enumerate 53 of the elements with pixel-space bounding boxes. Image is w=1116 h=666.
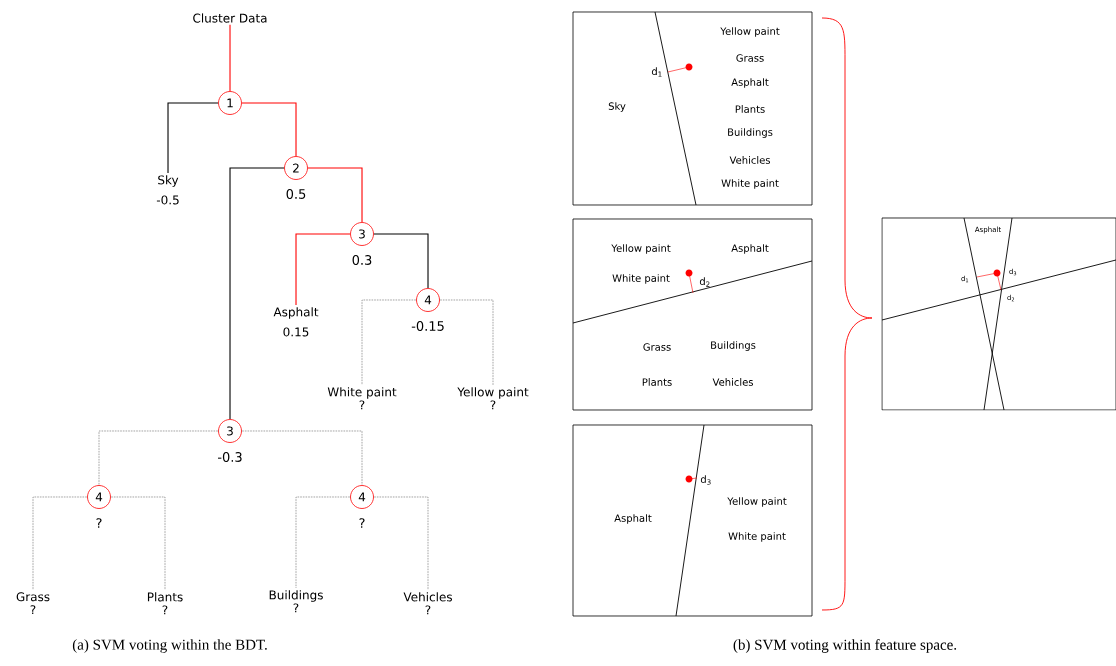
score-label: ? (359, 518, 365, 528)
tree-branch (307, 167, 363, 223)
class-label: d$_{3}$ (700, 475, 711, 485)
leaf-label: Grass ? (16, 592, 50, 615)
class-label: White paint (612, 274, 670, 284)
leaf-label: Plants ? (147, 592, 183, 615)
class-label: Vehicles (729, 156, 770, 164)
tree-branch (241, 430, 363, 486)
class-label: Vehicles (712, 378, 753, 386)
class-label: Asphalt (614, 514, 652, 524)
class-label: Buildings (711, 341, 756, 351)
tree-branch (373, 496, 429, 591)
class-label: White paint (721, 179, 779, 189)
tree-branch (98, 430, 219, 486)
tree-branch (167, 102, 219, 174)
class-label: d$_{1}$ (651, 67, 662, 77)
class-label: Plants (735, 105, 765, 113)
score-label: -0.3 (217, 452, 242, 462)
caption: (b) SVM voting within feature space. (733, 639, 957, 653)
score-label: 0.5 (286, 189, 306, 199)
class-label: Asphalt (731, 244, 769, 254)
class-label: Grass (736, 54, 764, 62)
tree-branch (295, 233, 351, 306)
leaf-label: Vehicles ? (403, 592, 452, 615)
leaf-label: Buildings ? (269, 590, 323, 613)
tree-branch (373, 233, 429, 289)
class-label: Grass (643, 343, 671, 351)
leaf-label: Sky -0.5 (156, 175, 179, 205)
tree-branch (229, 167, 285, 420)
leaf-label: Asphalt 0.15 (273, 307, 319, 337)
tree-branch (241, 102, 297, 157)
class-label: Asphalt (731, 78, 769, 88)
class-label: Plants (642, 378, 672, 386)
tree-branch (110, 496, 166, 591)
leaf-label: Yellow paint ? (457, 387, 529, 410)
leaf-label: White paint ? (327, 387, 397, 410)
caption: (a) SVM voting within the BDT. (72, 639, 267, 653)
class-label: White paint (728, 532, 786, 542)
score-label: 0.3 (352, 255, 372, 265)
tree-branch (32, 496, 88, 591)
class-label: Buildings (728, 128, 773, 138)
class-label: Sky (608, 102, 626, 112)
root-label: Cluster Data (193, 13, 267, 23)
score-label: ? (96, 518, 102, 528)
tree-branch (439, 299, 494, 386)
tree-branch (295, 496, 351, 589)
class-label: Yellow paint (720, 27, 780, 37)
tree-branch (361, 299, 417, 386)
tree-branch (229, 24, 231, 92)
class-label: Yellow paint (727, 497, 787, 507)
class-label: d$_{2}$ (699, 277, 710, 287)
class-label: Yellow paint (611, 244, 671, 254)
score-label: -0.15 (411, 321, 444, 331)
